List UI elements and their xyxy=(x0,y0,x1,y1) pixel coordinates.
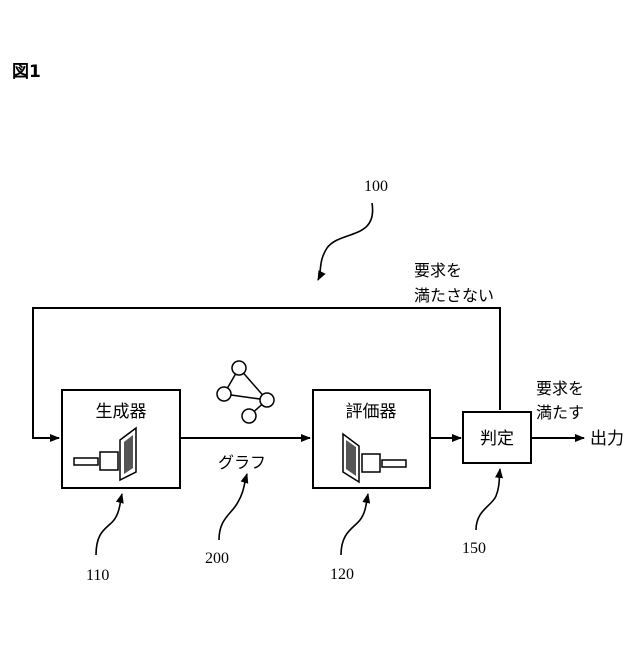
feedback-label-line2: 満たさない xyxy=(414,286,494,305)
satisfied-label-line2: 満たす xyxy=(536,403,584,422)
output-label: 出力 xyxy=(590,429,624,449)
graph-ref-leader xyxy=(219,474,247,540)
feedback-label-line1: 要求を xyxy=(414,261,462,280)
evaluator-block: 評価器 xyxy=(313,390,430,488)
generator-ref-number: 110 xyxy=(86,567,109,584)
generator-ref-leader xyxy=(96,494,122,555)
graph-ref-number: 200 xyxy=(205,550,229,567)
judge-ref-number: 150 xyxy=(462,540,486,557)
figure-label: 図1 xyxy=(12,62,41,82)
evaluator-ref-leader xyxy=(341,494,368,555)
judge-ref-leader xyxy=(476,469,500,530)
judge-label: 判定 xyxy=(480,429,514,449)
judge-block: 判定 xyxy=(463,412,531,463)
evaluator-label: 評価器 xyxy=(346,402,397,422)
generator-label: 生成器 xyxy=(96,402,147,422)
graph-network-icon xyxy=(217,361,274,423)
system-ref-leader xyxy=(318,203,373,280)
satisfied-label-line1: 要求を xyxy=(536,379,584,398)
system-ref-number: 100 xyxy=(364,178,388,195)
evaluator-ref-number: 120 xyxy=(330,566,354,583)
generator-block: 生成器 xyxy=(62,390,180,488)
graph-label: グラフ xyxy=(218,453,266,472)
